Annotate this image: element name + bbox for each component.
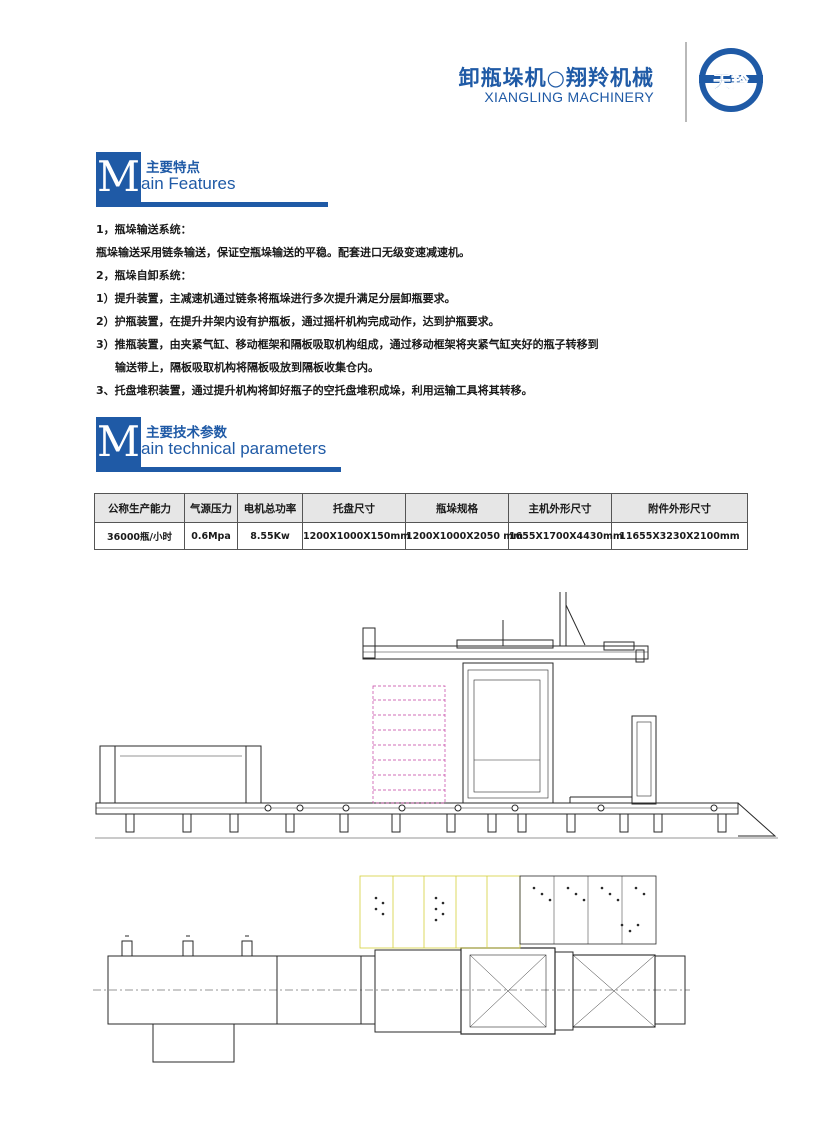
feature-line: 3、托盘堆积装置，通过提升机构将卸好瓶子的空托盘堆积成垛，利用运输工具将其转移。 [96, 384, 533, 397]
table-cell: 8.55Kw [237, 522, 303, 550]
params-table: 公称生产能力 气源压力 电机总功率 托盘尺寸 瓶垛规格 主机外形尺寸 附件外形尺… [94, 493, 748, 550]
table-cell: 1200X1000X2050 mm [405, 522, 523, 550]
table-row: 36000瓶/小时 0.6Mpa 8.55Kw 1200X1000X150mm … [94, 522, 748, 550]
table-cell: 11655X3230X2100mm [611, 522, 748, 550]
features-text: 1，瓶垛输送系统： 瓶垛输送采用链条输送，保证空瓶垛输送的平稳。配套进口无级变速… [96, 218, 736, 402]
company-logo: 天羚 [699, 48, 763, 112]
features-title-cn: 主要特点 [146, 160, 200, 176]
table-header-cell: 气源压力 [184, 493, 238, 523]
plan-view-drawing [93, 875, 690, 1063]
params-heading: M 主要技术参数 ain technical parameters [96, 417, 341, 475]
heading-initial: M [96, 152, 141, 202]
features-title-en: ain Features [141, 174, 236, 193]
table-cell: 0.6Mpa [184, 522, 238, 550]
table-header-cell: 附件外形尺寸 [611, 493, 748, 523]
header-divider [685, 42, 687, 122]
params-title-cn: 主要技术参数 [146, 425, 227, 441]
side-elevation-drawing [95, 592, 778, 839]
table-cell: 1200X1000X150mm [302, 522, 410, 550]
table-header-cell: 公称生产能力 [94, 493, 185, 523]
table-header-cell: 托盘尺寸 [302, 493, 406, 523]
table-header-cell: 电机总功率 [237, 493, 303, 523]
company-name-en: XIANGLING MACHINERY [484, 89, 654, 105]
heading-initial: M [96, 417, 141, 467]
table-header-row: 公称生产能力 气源压力 电机总功率 托盘尺寸 瓶垛规格 主机外形尺寸 附件外形尺… [94, 493, 748, 523]
feature-line: 1，瓶垛输送系统： [96, 223, 192, 236]
feature-line: 2，瓶垛自卸系统： [96, 269, 192, 282]
page-title: 卸瓶垛机○翔羚机械 [458, 66, 654, 90]
feature-line: 3）推瓶装置，由夹紧气缸、移动框架和隔板吸取机构组成，通过移动框架将夹紧气缸夹好… [96, 338, 599, 351]
table-header-cell: 主机外形尺寸 [508, 493, 612, 523]
features-heading: M 主要特点 ain Features [96, 152, 328, 210]
table-cell: 36000瓶/小时 [94, 522, 185, 550]
feature-line: 瓶垛输送采用链条输送，保证空瓶垛输送的平稳。配套进口无级变速减速机。 [96, 246, 470, 259]
table-header-cell: 瓶垛规格 [405, 493, 509, 523]
params-title-en: ain technical parameters [141, 439, 327, 458]
feature-line: 1）提升装置，主减速机通过链条将瓶垛进行多次提升满足分层卸瓶要求。 [96, 292, 456, 305]
heading-underline [96, 467, 341, 472]
heading-underline [96, 202, 328, 207]
feature-line: 输送带上，隔板吸取机构将隔板吸放到隔板收集仓内。 [115, 361, 379, 374]
feature-line: 2）护瓶装置，在提升井架内设有护瓶板，通过摇杆机构完成动作，达到护瓶要求。 [96, 315, 500, 328]
logo-text: 天羚 [713, 71, 750, 93]
table-cell: 1655X1700X4430mm [508, 522, 623, 550]
